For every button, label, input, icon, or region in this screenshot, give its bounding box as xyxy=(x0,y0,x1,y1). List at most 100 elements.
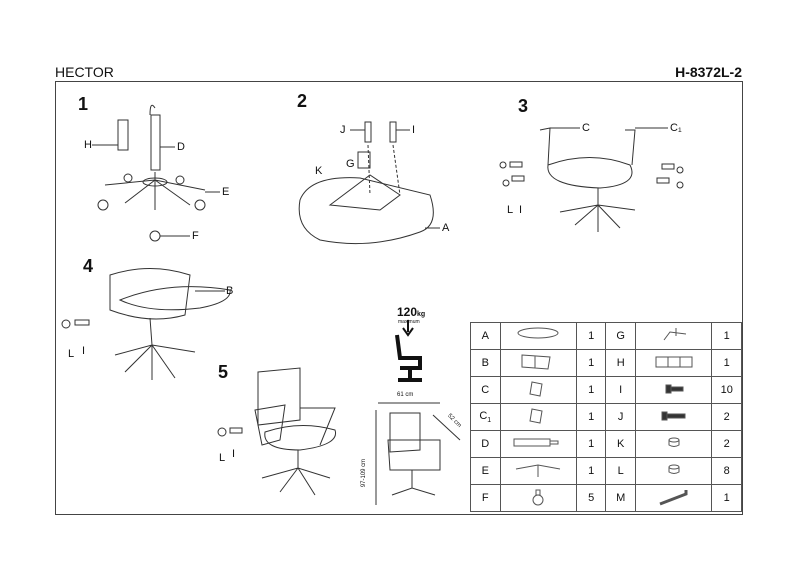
part-image xyxy=(634,403,713,431)
part-image xyxy=(634,457,713,485)
part-label: E xyxy=(222,186,230,198)
part-image xyxy=(634,349,713,377)
part-id: B xyxy=(470,349,501,377)
step-number: 5 xyxy=(218,362,229,382)
part-quantity: 1 xyxy=(576,457,607,485)
step-number: 2 xyxy=(297,91,308,111)
gas-lift-icon xyxy=(513,438,559,446)
part-image xyxy=(499,430,578,458)
part-quantity: 1 xyxy=(576,376,607,404)
part-quantity: 2 xyxy=(711,430,742,458)
part-quantity: 1 xyxy=(576,322,607,350)
part-image xyxy=(499,484,578,512)
part-image xyxy=(499,376,578,404)
part-quantity: 10 xyxy=(711,376,742,404)
gas-cover-icon xyxy=(655,356,693,367)
step5-chair-drawing xyxy=(217,367,337,496)
part-quantity: 5 xyxy=(576,484,607,512)
part-id: F xyxy=(470,484,501,512)
max-load-note: maximum xyxy=(398,319,420,325)
washer-icon xyxy=(668,464,680,474)
part-id: H xyxy=(605,349,636,377)
instruction-frame xyxy=(55,81,743,515)
part-label: I xyxy=(232,448,236,460)
part-id: K xyxy=(605,430,636,458)
part-image xyxy=(634,484,713,512)
part-label: B xyxy=(226,285,234,297)
max-load: 120kg xyxy=(397,305,426,319)
part-id: L xyxy=(605,457,636,485)
product-code: H-8372L-2 xyxy=(675,64,742,80)
part-quantity: 1 xyxy=(576,403,607,431)
part-id: I xyxy=(605,376,636,404)
part-quantity: 1 xyxy=(576,430,607,458)
step-number: 4 xyxy=(83,256,94,276)
part-label: K xyxy=(315,165,323,177)
part-id: G xyxy=(605,322,636,350)
armrest-icon xyxy=(529,407,543,424)
part-label: I xyxy=(82,345,86,357)
step2-seat-drawing xyxy=(298,121,440,245)
part-image xyxy=(634,430,713,458)
part-id: C1 xyxy=(470,403,501,431)
part-image xyxy=(499,457,578,485)
part-image xyxy=(499,349,578,377)
part-quantity: 1 xyxy=(711,322,742,350)
part-label: I xyxy=(412,124,416,136)
depth-dimension xyxy=(432,414,461,441)
part-quantity: 2 xyxy=(711,403,742,431)
part-image xyxy=(499,322,578,350)
allen-key-icon xyxy=(659,489,688,505)
part-label: H xyxy=(84,139,92,151)
part-label: C₁ xyxy=(670,122,682,134)
part-id: E xyxy=(470,457,501,485)
product-name: HECTOR xyxy=(55,64,114,80)
part-id: J xyxy=(605,403,636,431)
part-id: A xyxy=(470,322,501,350)
armrest-icon xyxy=(529,380,543,397)
part-image xyxy=(499,403,578,431)
washer-icon xyxy=(668,437,680,447)
part-label: J xyxy=(340,124,346,136)
part-quantity: 1 xyxy=(576,349,607,377)
step3-armrest-drawing xyxy=(499,127,684,232)
part-label: L xyxy=(68,348,75,360)
part-quantity: 1 xyxy=(711,484,742,512)
mechanism-icon xyxy=(663,327,686,340)
part-label: C xyxy=(582,122,590,134)
part-label: F xyxy=(192,230,199,242)
part-label: L xyxy=(507,204,514,216)
base-icon xyxy=(516,463,561,477)
part-id: D xyxy=(470,430,501,458)
small-chair-drawing xyxy=(387,412,441,496)
part-label: L xyxy=(219,452,226,464)
part-label: I xyxy=(519,204,523,216)
part-label: D xyxy=(177,141,185,153)
backrest-icon xyxy=(521,353,551,370)
part-label: G xyxy=(346,158,355,170)
part-id: C xyxy=(470,376,501,404)
long-bolt-icon xyxy=(661,411,686,420)
step1-base-drawing xyxy=(92,104,220,242)
part-image xyxy=(634,322,713,350)
short-bolt-icon xyxy=(665,384,684,393)
caster-icon xyxy=(532,489,544,505)
height-label: 97-109 cm xyxy=(361,458,368,488)
part-quantity: 8 xyxy=(711,457,742,485)
step-number: 3 xyxy=(518,96,529,116)
weight-chair-icon xyxy=(395,320,422,382)
step-number: 1 xyxy=(78,94,89,114)
part-label: A xyxy=(442,222,450,234)
part-id: M xyxy=(605,484,636,512)
part-image xyxy=(634,376,713,404)
part-quantity: 1 xyxy=(711,349,742,377)
